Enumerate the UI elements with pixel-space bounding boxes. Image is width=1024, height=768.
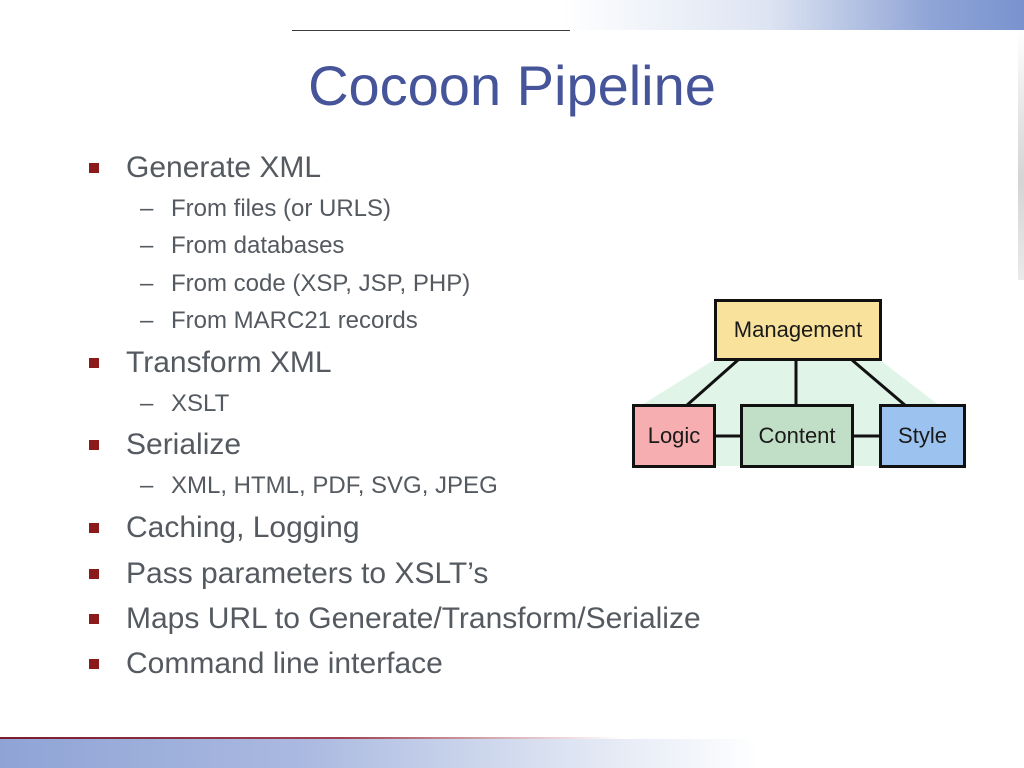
dash-icon: –: [140, 472, 154, 499]
square-bullet-icon: [89, 163, 99, 173]
sub-bullet-text: From databases: [171, 232, 345, 259]
sub-bullet: – From MARC21 records: [140, 306, 418, 336]
sub-bullet: – XML, HTML, PDF, SVG, JPEG: [140, 471, 498, 501]
bullet-command-line: Command line interface: [89, 646, 443, 682]
bullet-text: Caching, Logging: [126, 511, 360, 544]
dash-icon: –: [140, 307, 154, 334]
bullet-text: Serialize: [126, 428, 242, 461]
header-gradient-band: [560, 0, 1024, 30]
dash-icon: –: [140, 390, 154, 417]
bullet-text: Generate XML: [126, 151, 322, 184]
content-node: Content: [740, 404, 854, 468]
bullet-transform-xml: Transform XML: [89, 345, 332, 381]
square-bullet-icon: [89, 358, 99, 368]
square-bullet-icon: [89, 569, 99, 579]
dash-icon: –: [140, 232, 154, 259]
bullet-maps-url: Maps URL to Generate/Transform/Serialize: [89, 601, 701, 637]
sub-bullet-text: From MARC21 records: [171, 307, 418, 334]
bullet-text: Maps URL to Generate/Transform/Serialize: [126, 602, 701, 635]
style-node: Style: [879, 404, 966, 468]
footer-gradient-band: [0, 739, 760, 768]
sub-bullet-text: XSLT: [171, 390, 230, 417]
sub-bullet-text: From code (XSP, JSP, PHP): [171, 270, 471, 297]
bullet-text: Transform XML: [126, 346, 332, 379]
sub-bullet: – XSLT: [140, 389, 230, 419]
square-bullet-icon: [89, 614, 99, 624]
bullet-pass-parameters: Pass parameters to XSLT’s: [89, 556, 489, 592]
bullet-text: Command line interface: [126, 647, 443, 680]
logic-node: Logic: [632, 404, 716, 468]
square-bullet-icon: [89, 440, 99, 450]
header-rule: [292, 30, 570, 31]
connector-management-style: [851, 358, 907, 408]
sub-bullet-text: From files (or URLS): [171, 195, 392, 222]
sub-bullet: – From files (or URLS): [140, 194, 392, 224]
bullet-serialize: Serialize: [89, 427, 242, 463]
management-node: Management: [714, 299, 882, 361]
sub-bullet: – From code (XSP, JSP, PHP): [140, 269, 471, 299]
square-bullet-icon: [89, 659, 99, 669]
sub-bullet: – From databases: [140, 231, 345, 261]
dash-icon: –: [140, 270, 154, 297]
bullet-text: Pass parameters to XSLT’s: [126, 557, 489, 590]
square-bullet-icon: [89, 523, 99, 533]
dash-icon: –: [140, 195, 154, 222]
bullet-generate-xml: Generate XML: [89, 150, 322, 186]
architecture-diagram: Management Logic Content Style: [630, 296, 970, 472]
side-shadow-strip: [1018, 30, 1024, 280]
connector-management-logic: [685, 358, 739, 408]
bullet-caching-logging: Caching, Logging: [89, 510, 360, 546]
slide-title: Cocoon Pipeline: [308, 54, 716, 117]
footer-rule: [0, 737, 620, 739]
sub-bullet-text: XML, HTML, PDF, SVG, JPEG: [171, 472, 498, 499]
